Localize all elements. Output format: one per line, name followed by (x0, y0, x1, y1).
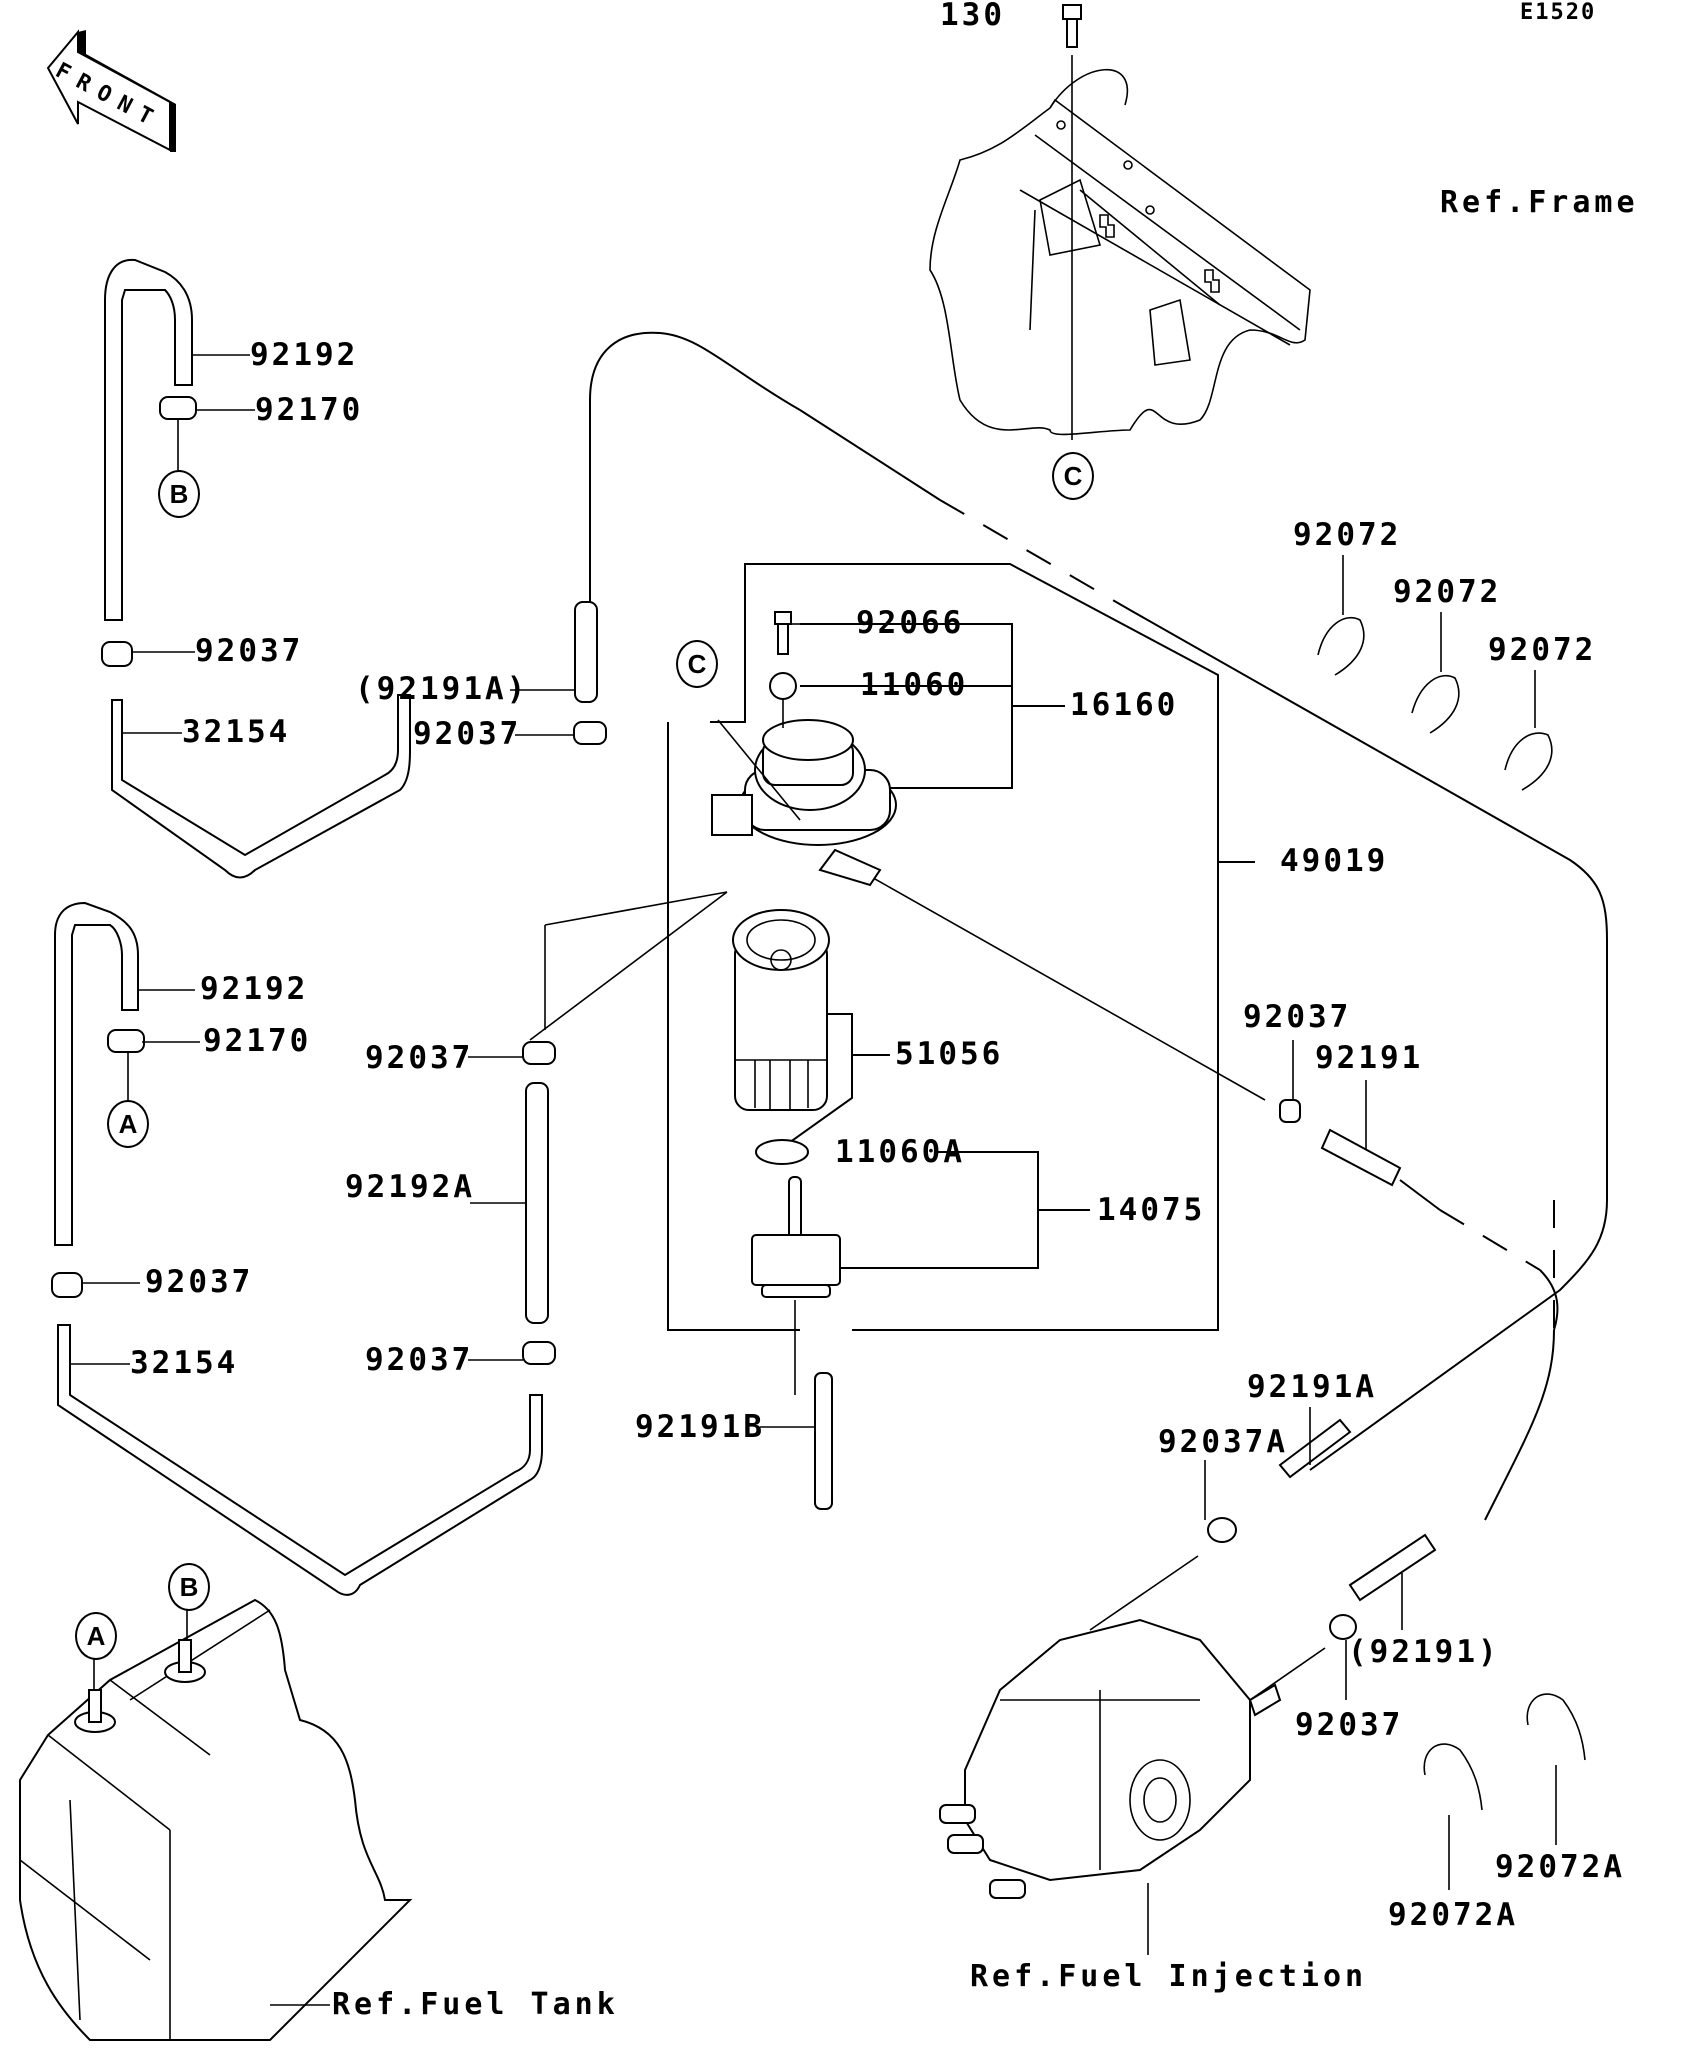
label-92037-mid-left[interactable]: 92037 (365, 1040, 474, 1076)
label-92037A[interactable]: 92037A (1158, 1424, 1288, 1460)
hose-92191-lower (1348, 1533, 1437, 1630)
clamp-92037A (1089, 1460, 1237, 1631)
filter-51056 (732, 909, 830, 1111)
label-11060[interactable]: 11060 (860, 667, 969, 703)
label-32154-upper[interactable]: 32154 (182, 714, 291, 750)
ref-fuel-injection-label[interactable]: Ref.Fuel Injection (970, 1959, 1368, 1994)
label-51056[interactable]: 51056 (895, 1036, 1004, 1072)
hose-assembly-upper (101, 258, 607, 879)
label-92037-mid-upper[interactable]: 92037 (413, 716, 522, 752)
label-92066[interactable]: 92066 (856, 605, 965, 641)
bolt-92066 (774, 611, 800, 655)
label-92072A-1[interactable]: 92072A (1495, 1849, 1625, 1885)
front-arrow-icon (46, 29, 176, 152)
label-92191B[interactable]: 92191B (635, 1409, 765, 1445)
label-92037-pump[interactable]: 92037 (1295, 1707, 1404, 1743)
bolt-130 (1062, 4, 1082, 440)
fuel-tank-drawing (19, 1598, 413, 2041)
label-92072-2[interactable]: 92072 (1393, 574, 1502, 610)
connector-b-upper: B (158, 470, 200, 518)
hose-92191-upper (1320, 1080, 1402, 1187)
connector-b-tank: B (168, 1563, 210, 1611)
clamp-92037-pump (1249, 1614, 1357, 1701)
label-14075[interactable]: 14075 (1097, 1192, 1206, 1228)
oring-11060A (755, 1139, 809, 1165)
clamp-92037-right (1279, 1040, 1301, 1123)
label-92037-lower-left[interactable]: 92037 (145, 1264, 254, 1300)
label-92037-upper-left[interactable]: 92037 (195, 633, 304, 669)
label-92191A[interactable]: 92191A (1247, 1369, 1377, 1405)
washer-11060 (769, 672, 797, 728)
connector-c-filter: C (676, 640, 718, 688)
label-32154-lower[interactable]: 32154 (130, 1345, 239, 1381)
hose-92191B (814, 1372, 833, 1510)
ref-fuel-tank-label[interactable]: Ref.Fuel Tank (332, 1987, 619, 2022)
label-92072-3[interactable]: 92072 (1488, 632, 1597, 668)
label-92037-right[interactable]: 92037 (1243, 999, 1352, 1035)
hose-assembly-lower (51, 891, 728, 1596)
ref-frame-label[interactable]: Ref.Frame (1440, 185, 1639, 220)
label-92192A[interactable]: 92192A (345, 1169, 475, 1205)
label-92192-upper[interactable]: 92192 (250, 337, 359, 373)
label-92191-paren[interactable]: (92191) (1348, 1634, 1500, 1670)
label-92170-lower[interactable]: 92170 (203, 1023, 312, 1059)
label-92072A-2[interactable]: 92072A (1388, 1897, 1518, 1933)
connector-c-top: C (1052, 452, 1094, 500)
filter-head (529, 719, 897, 1041)
frame-drawing (929, 68, 1311, 436)
diagram-code: E1520 (1520, 0, 1597, 25)
drain-14075 (751, 1176, 841, 1395)
fuel-injection-pump-drawing (939, 1618, 1282, 1955)
connector-a-tank: A (75, 1612, 117, 1660)
label-92037-lower-mid[interactable]: 92037 (365, 1342, 474, 1378)
ties-92072 (1317, 555, 1553, 791)
connector-a-upper: A (107, 1100, 149, 1148)
label-11060A[interactable]: 11060A (835, 1134, 965, 1170)
ties-92072A (1423, 1693, 1586, 1890)
label-92191A-paren[interactable]: (92191A) (355, 671, 529, 707)
label-92191[interactable]: 92191 (1315, 1040, 1424, 1076)
label-16160[interactable]: 16160 (1070, 687, 1179, 723)
hose-92191A-lower (1278, 1407, 1352, 1479)
label-92072-1[interactable]: 92072 (1293, 517, 1402, 553)
label-49019[interactable]: 49019 (1280, 843, 1389, 879)
label-92192-lower[interactable]: 92192 (200, 971, 309, 1007)
label-130[interactable]: 130 (940, 0, 1005, 33)
label-92170-upper[interactable]: 92170 (255, 392, 364, 428)
